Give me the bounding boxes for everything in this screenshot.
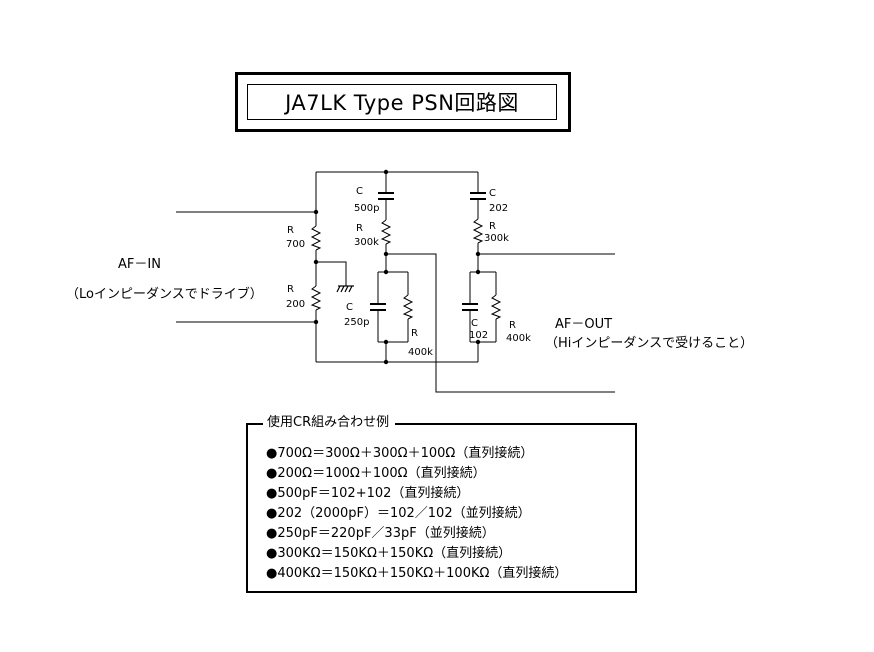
junction-dot bbox=[475, 269, 481, 275]
label-c500p-name: C bbox=[356, 186, 363, 197]
label-af-in: AF－IN bbox=[118, 257, 161, 272]
legend-item: ●500pF＝102+102（直列接続） bbox=[266, 486, 470, 501]
capacitor-c250p-icon bbox=[370, 303, 386, 311]
legend-frame bbox=[246, 423, 637, 593]
legend-item: ●300KΩ＝150KΩ＋150KΩ（直列接続） bbox=[266, 546, 512, 561]
capacitor-c202-icon bbox=[470, 192, 486, 200]
label-r400k-b-name: R bbox=[509, 320, 516, 331]
label-c102-value: 102 bbox=[469, 330, 488, 341]
label-r400k-b-value: 400k bbox=[506, 333, 531, 344]
label-r400k-a-name: R bbox=[411, 328, 418, 339]
label-r300k-b-name: R bbox=[489, 221, 496, 232]
label-r700-name: R bbox=[287, 225, 294, 236]
legend-item: ●250pF＝220pF／33pF（並列接続） bbox=[266, 526, 495, 541]
diagram-title: JA7LK Type PSN回路図 bbox=[247, 84, 557, 120]
junction-dot bbox=[313, 259, 319, 265]
capacitor-c102-icon bbox=[462, 303, 478, 311]
label-af-out: AF－OUT bbox=[555, 317, 612, 332]
legend-item: ●400KΩ＝150KΩ＋150KΩ＋100KΩ（直列接続） bbox=[266, 566, 568, 581]
junction-dot bbox=[383, 169, 389, 175]
label-c102-name: C bbox=[471, 318, 478, 329]
resistor-r700-icon bbox=[310, 225, 322, 251]
label-r300k-b-value: 300k bbox=[484, 233, 509, 244]
capacitor-c500p-icon bbox=[378, 192, 394, 200]
ground-icon bbox=[336, 285, 354, 293]
resistor-r200-icon bbox=[310, 285, 322, 311]
resistor-r300k-a-icon bbox=[380, 219, 392, 245]
wire-af-out-lower bbox=[386, 253, 615, 393]
junction-dot bbox=[475, 251, 481, 257]
junction-dot bbox=[313, 209, 319, 215]
junction-dot bbox=[383, 251, 389, 257]
junction-dot bbox=[475, 339, 481, 345]
label-r200-value: 200 bbox=[286, 299, 305, 310]
label-r400k-a-value: 400k bbox=[408, 347, 433, 358]
junction-dot bbox=[383, 359, 389, 365]
label-c500p-value: 500p bbox=[354, 203, 379, 214]
resistor-r400k-b-icon bbox=[490, 294, 502, 320]
label-r200-name: R bbox=[287, 284, 294, 295]
legend-item: ●202（2000pF）＝102／102（並列接続） bbox=[266, 506, 531, 521]
label-af-out-note: （Hiインピーダンスで受けること） bbox=[545, 336, 753, 351]
junction-dot bbox=[383, 269, 389, 275]
junction-dot bbox=[313, 319, 319, 325]
legend-item: ●700Ω＝300Ω＋300Ω＋100Ω（直列接続） bbox=[266, 446, 534, 461]
label-c202-value: 202 bbox=[489, 203, 508, 214]
legend-title: 使用CR組み合わせ例 bbox=[263, 414, 396, 431]
resistor-r400k-a-icon bbox=[402, 294, 414, 320]
wire-ground bbox=[316, 261, 347, 286]
resistor-r300k-b-icon bbox=[472, 218, 484, 244]
label-c250p-name: C bbox=[346, 302, 353, 313]
label-r300k-a-name: R bbox=[356, 223, 363, 234]
legend-list: ●700Ω＝300Ω＋300Ω＋100Ω（直列接続） ●200Ω＝100Ω＋10… bbox=[266, 444, 567, 584]
junctions bbox=[313, 169, 481, 365]
label-r300k-a-value: 300k bbox=[354, 237, 379, 248]
legend-item: ●200Ω＝100Ω＋100Ω（直列接続） bbox=[266, 466, 486, 481]
label-af-in-note: （Loインピーダンスでドライブ） bbox=[66, 286, 263, 302]
label-r700-value: 700 bbox=[286, 239, 305, 250]
label-c250p-value: 250p bbox=[344, 317, 369, 328]
wires bbox=[176, 171, 615, 393]
junction-dot bbox=[383, 339, 389, 345]
label-c202-name: C bbox=[489, 188, 496, 199]
title-frame: JA7LK Type PSN回路図 bbox=[235, 72, 571, 132]
